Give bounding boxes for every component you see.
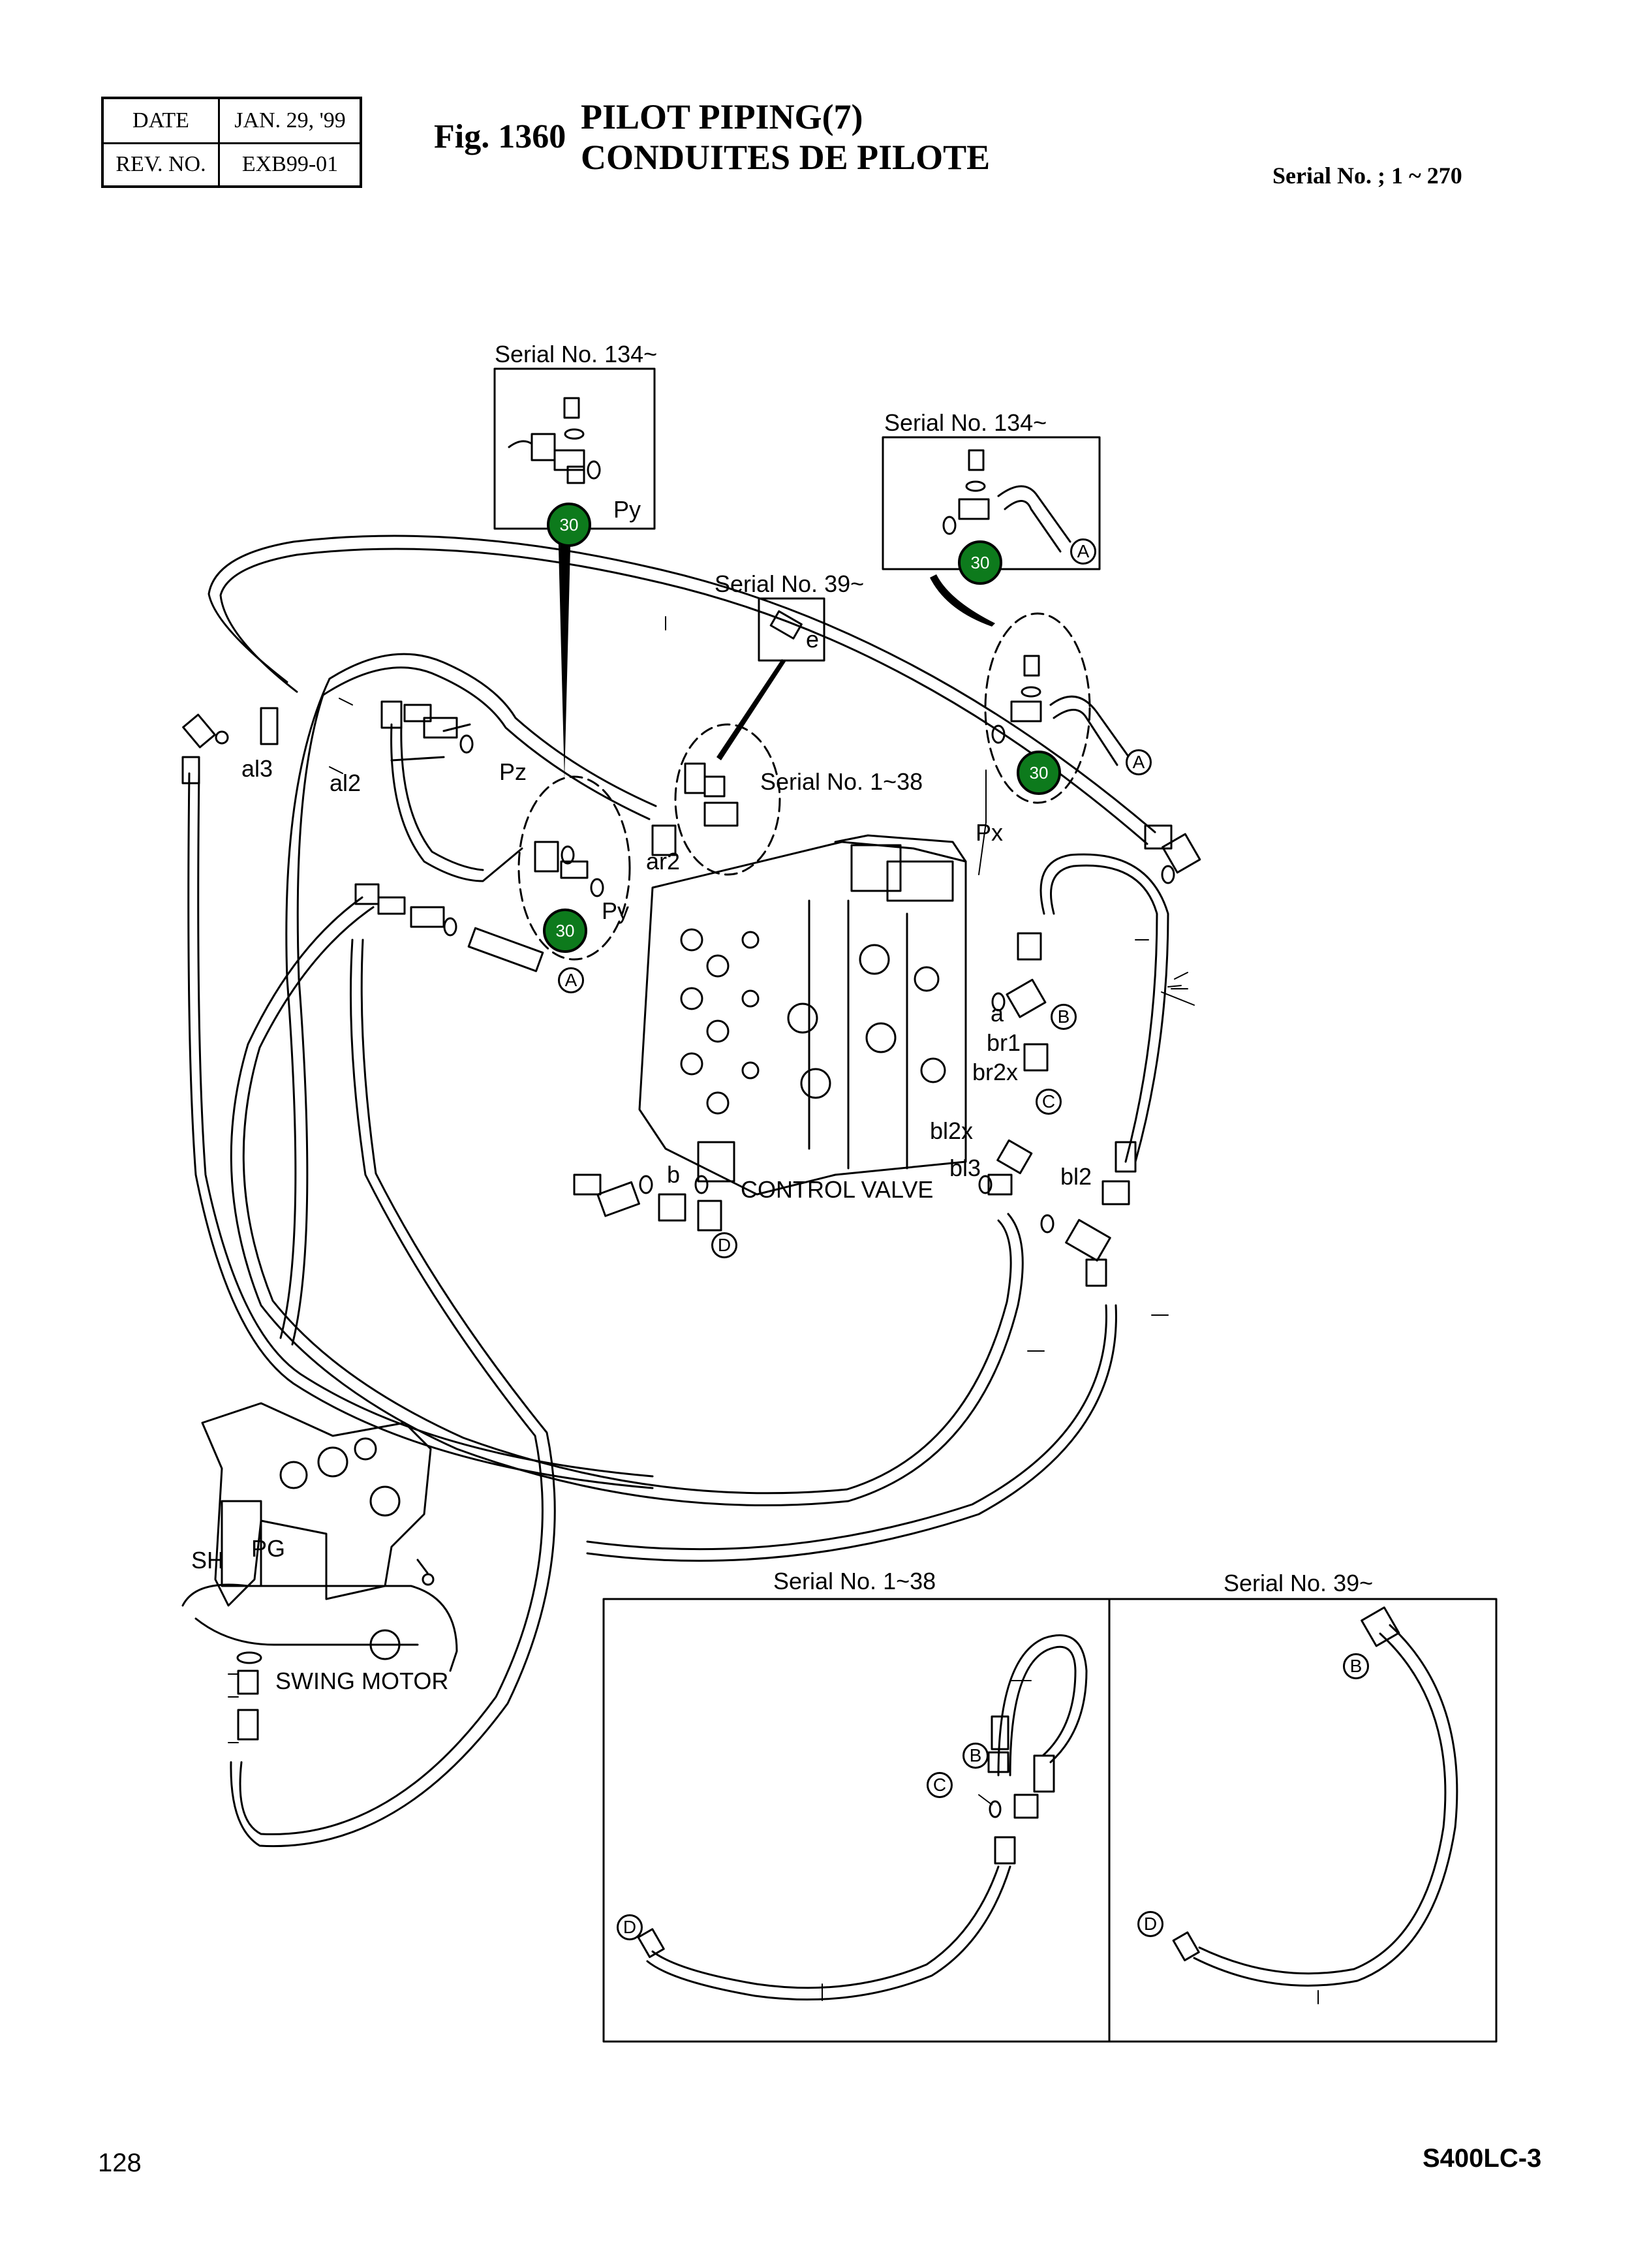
fitting-e — [769, 610, 803, 640]
detail-pointer-e — [716, 659, 786, 760]
connector-marker-d-inset-left: D — [617, 1914, 643, 1940]
inset-py-fittings — [508, 397, 601, 484]
port-label-bl2: bl2 — [1060, 1163, 1092, 1190]
connector-marker-b-inset-right: B — [1343, 1653, 1369, 1679]
model-number: S400LC-3 — [1423, 2144, 1542, 2173]
figure-number: Fig. 1360 — [434, 118, 566, 155]
part-badge-30-detail-a[interactable]: 30 — [1017, 751, 1061, 795]
part-badge-30-detail-py[interactable]: 30 — [543, 909, 587, 953]
port-label-py-mid: Py — [602, 897, 630, 924]
detail-pointer-py — [558, 522, 571, 780]
part-badge-30-inset-py[interactable]: 30 — [547, 503, 591, 547]
inset-a-fittings — [942, 449, 1071, 553]
detail-ellipse-e — [674, 723, 781, 876]
port-label-sh: SH — [191, 1547, 224, 1574]
hose-swing-motor — [230, 896, 1024, 1848]
connector-marker-b-inset-left: B — [962, 1743, 989, 1769]
hose-bl2 — [586, 1304, 1117, 1562]
page-number: 128 — [98, 2149, 142, 2177]
connector-marker-b: B — [1051, 1004, 1077, 1030]
hose-al2 — [390, 723, 523, 882]
connector-marker-a-detail: A — [1126, 749, 1152, 775]
label-swing-motor: SWING MOTOR — [275, 1668, 449, 1694]
hose-right-loop — [1039, 853, 1169, 1163]
detail-ellipse-a — [984, 612, 1091, 804]
connector-marker-d-inset-right: D — [1137, 1911, 1163, 1937]
hose-al3 — [187, 772, 654, 1489]
part-badge-30-inset-a[interactable]: 30 — [958, 540, 1002, 585]
connector-marker-a-hose: A — [558, 967, 584, 993]
detail-pointer-a — [930, 574, 995, 627]
bottom-inset-box — [602, 1598, 1498, 2043]
port-label-ar2: ar2 — [646, 848, 681, 875]
control-valve-body — [638, 834, 967, 1196]
inset-leader-lines — [822, 1680, 1319, 2004]
figure-title-english: PILOT PIPING(7) — [581, 97, 863, 136]
date-value: JAN. 29, '99 — [234, 108, 346, 132]
port-label-b: b — [667, 1161, 681, 1188]
hose-long-top — [208, 535, 1156, 845]
bottom-left-hose — [637, 1634, 1088, 2001]
fittings — [181, 700, 1201, 1741]
port-label-al2: al2 — [330, 769, 362, 796]
serial-callout-39-e: Serial No. 39~ — [715, 570, 865, 597]
label-control-valve: CONTROL VALVE — [741, 1176, 934, 1203]
date-label: DATE — [104, 99, 220, 142]
connector-marker-a-inset: A — [1070, 538, 1096, 565]
serial-callout-39-box: Serial No. 39~ — [1224, 1570, 1374, 1596]
inset-box-serial-39-e — [758, 597, 825, 662]
swing-motor-body — [181, 1402, 458, 1672]
revision-label: REV. NO. — [104, 143, 220, 186]
revision-row: REV. NO. EXB99-01 — [104, 143, 360, 186]
revision-box: DATE JAN. 29, '99 REV. NO. EXB99-01 — [101, 97, 362, 188]
port-label-a: a — [991, 1000, 1004, 1027]
detail-ellipse-py — [517, 775, 631, 961]
port-label-br2x: br2x — [972, 1059, 1019, 1085]
port-label-al3: al3 — [241, 755, 273, 782]
detail-a-fittings — [991, 655, 1130, 766]
port-label-py-top: Py — [613, 496, 641, 523]
hose-left-loop — [279, 653, 657, 1346]
connector-marker-c: C — [1036, 1089, 1062, 1115]
port-label-px: Px — [976, 819, 1004, 846]
connector-marker-c-inset-left: C — [927, 1772, 953, 1798]
port-label-br1: br1 — [987, 1029, 1021, 1056]
serial-callout-134-a: Serial No. 134~ — [884, 409, 1047, 436]
serial-callout-1-38-box: Serial No. 1~38 — [773, 1568, 936, 1594]
connector-marker-d: D — [711, 1232, 737, 1258]
hose-pz — [390, 723, 471, 762]
port-label-bl2x: bl2x — [930, 1117, 974, 1144]
port-label-bl3: bl3 — [949, 1155, 981, 1181]
port-label-pz: Pz — [499, 758, 527, 785]
revision-value: EXB99-01 — [241, 152, 339, 176]
serial-callout-1-38-mid: Serial No. 1~38 — [760, 768, 923, 795]
port-label-e: e — [806, 626, 820, 653]
serial-range: Serial No. ; 1 ~ 270 — [1272, 163, 1462, 189]
port-label-pg: PG — [251, 1535, 286, 1562]
bottom-right-hose — [1172, 1606, 1458, 1987]
serial-callout-134-py: Serial No. 134~ — [495, 341, 658, 367]
date-row: DATE JAN. 29, '99 — [104, 99, 360, 144]
figure-title-french: CONDUITES DE PILOTE — [581, 138, 991, 177]
leader-lines — [228, 616, 1195, 1743]
